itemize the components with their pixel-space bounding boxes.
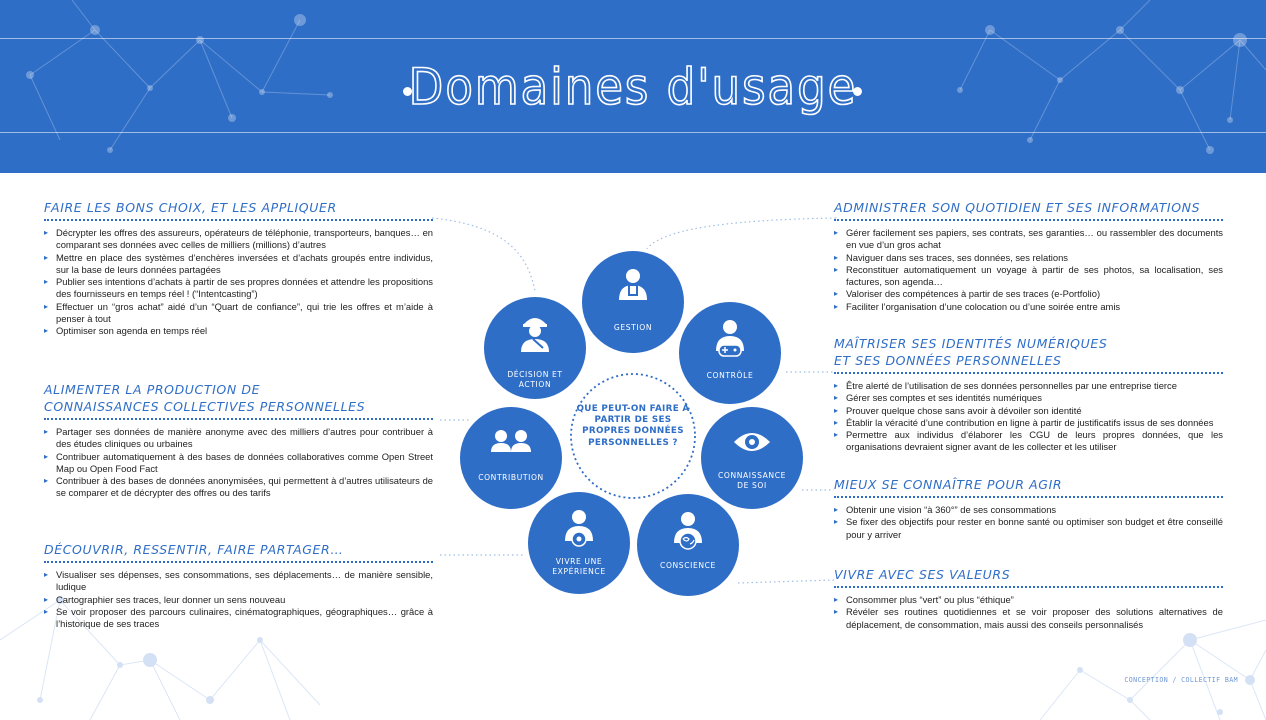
- document-person-icon: [619, 269, 647, 300]
- bullet-item: Naviguer dans ses traces, ses données, s…: [834, 252, 1223, 265]
- bullet-list: Décrypter les offres des assureurs, opér…: [44, 227, 433, 338]
- circle-label-decision: DÉCISION ET ACTION: [507, 370, 563, 389]
- center-circle: [570, 373, 696, 499]
- title-dot-left: [403, 87, 412, 96]
- section-title: Vivre avec ses valeurs: [834, 567, 1011, 582]
- bullet-list: Visualiser ses dépenses, ses consommatio…: [44, 569, 433, 630]
- bullet-item: Effectuer un “gros achat” aidé d’un “Qua…: [44, 301, 433, 326]
- bullet-item: Faciliter l’organisation d’une colocatio…: [834, 301, 1223, 314]
- circle-disc: [701, 407, 803, 509]
- credit-text: CONCEPTION / COLLECTIF BAM: [1124, 676, 1238, 684]
- circle-connaissance: [697, 403, 807, 513]
- dotted-divider: [834, 219, 1223, 221]
- bullet-item: Mettre en place des systèmes d’enchères …: [44, 252, 433, 277]
- two-people-icon: [491, 430, 531, 452]
- helmet-person-icon: [521, 318, 549, 352]
- title-dot-right: [853, 87, 862, 96]
- section-title: Découvrir, ressentir, faire partager…: [44, 542, 344, 557]
- circle-disc: [582, 251, 684, 353]
- dotted-divider: [44, 418, 433, 420]
- connector-conscience: [737, 579, 835, 584]
- circle-controle: [675, 298, 785, 408]
- section-title: Faire les bons choix, et les appliquer: [44, 200, 337, 215]
- bullet-item: Visualiser ses dépenses, ses consommatio…: [44, 569, 433, 594]
- bullet-item: Établir la véracité d’une contribution e…: [834, 417, 1223, 430]
- bullet-list: Partager ses données de manière anonyme …: [44, 426, 433, 500]
- bullet-item: Consommer plus “vert” ou plus “éthique”: [834, 594, 1223, 607]
- bullet-item: Publier ses intentions d’achats à partir…: [44, 276, 433, 301]
- bullet-item: Partager ses données de manière anonyme …: [44, 426, 433, 451]
- circle-contribution: [456, 403, 566, 513]
- bullet-item: Optimiser son agenda en temps réel: [44, 325, 433, 338]
- section-title: Maîtriser ses identités numériques et se…: [834, 336, 1108, 368]
- bullet-item: Contribuer automatiquement à des bases d…: [44, 451, 433, 476]
- dotted-divider: [834, 372, 1223, 374]
- bullet-item: Gérer ses comptes et ses identités numér…: [834, 392, 1223, 405]
- circle-label-connaissance: CONNAISSANCE DE SOI: [717, 471, 787, 490]
- bullet-item: Contribuer à des bases de données anonym…: [44, 475, 433, 500]
- circle-decision: [480, 293, 590, 403]
- bullet-item: Obtenir une vision “à 360°” de ses conso…: [834, 504, 1223, 517]
- bullet-item: Révéler ses routines quotidiennes et se …: [834, 606, 1223, 631]
- section-decouvrir-ressentir: Découvrir, ressentir, faire partager… Vi…: [44, 541, 433, 630]
- bullet-item: Décrypter les offres des assureurs, opér…: [44, 227, 433, 252]
- header-banner: [0, 0, 1266, 173]
- banner-rule-top: [0, 38, 1266, 39]
- circle-label-experience: VIVRE UNE EXPÉRIENCE: [552, 557, 606, 576]
- connector-decision: [431, 217, 537, 299]
- dotted-divider: [44, 219, 433, 221]
- section-vivre-avec-ses-valeurs: Vivre avec ses valeurs Consommer plus “v…: [834, 566, 1223, 631]
- bullet-item: Se voir proposer des parcours culinaires…: [44, 606, 433, 631]
- bullet-item: Se fixer des objectifs pour rester en bo…: [834, 516, 1223, 541]
- circle-label-conscience: CONSCIENCE: [660, 561, 716, 570]
- page-title: Domaines d'usage: [408, 57, 858, 117]
- section-alimenter-connaissances: Alimenter la production de connaissances…: [44, 381, 433, 500]
- bullet-item: Permettre aux individus d’élaborer les C…: [834, 429, 1223, 454]
- bullet-item: Être alerté de l’utilisation de ses donn…: [834, 380, 1223, 393]
- section-administrer-quotidien: Administrer son quotidien et ses informa…: [834, 199, 1223, 313]
- globe-person-icon: [674, 512, 702, 550]
- section-title: Alimenter la production de connaissances…: [44, 382, 366, 414]
- bullet-list: Consommer plus “vert” ou plus “éthique”R…: [834, 594, 1223, 631]
- dotted-divider: [44, 561, 433, 563]
- dotted-divider: [834, 496, 1223, 498]
- circle-experience: [524, 488, 634, 598]
- bullet-item: Prouver quelque chose sans avoir à dévoi…: [834, 405, 1223, 418]
- eye-icon: [734, 433, 770, 451]
- bullet-item: Reconstituer automatiquement un voyage à…: [834, 264, 1223, 289]
- connector-gestion: [645, 217, 837, 251]
- banner-rule-bottom: [0, 132, 1266, 133]
- center-question: QUE PEUT-ON FAIRE À PARTIR DE SES PROPRE…: [576, 404, 690, 448]
- bullet-list: Obtenir une vision “à 360°” de ses conso…: [834, 504, 1223, 541]
- section-title: Administrer son quotidien et ses informa…: [834, 200, 1201, 215]
- section-title: Mieux se connaître pour agir: [834, 477, 1063, 492]
- section-faire-les-bons-choix: Faire les bons choix, et les appliquer D…: [44, 199, 433, 338]
- section-mieux-se-connaitre: Mieux se connaître pour agir Obtenir une…: [834, 476, 1223, 541]
- bullet-item: Gérer facilement ses papiers, ses contra…: [834, 227, 1223, 252]
- dotted-divider: [834, 586, 1223, 588]
- bullet-item: Cartographier ses traces, leur donner un…: [44, 594, 433, 607]
- bullet-list: Gérer facilement ses papiers, ses contra…: [834, 227, 1223, 313]
- bullet-item: Valoriser des compétences à partir de se…: [834, 288, 1223, 301]
- gamepad-person-icon: [716, 320, 744, 357]
- section-maitriser-identites: Maîtriser ses identités numériques et se…: [834, 335, 1223, 454]
- circle-conscience: [633, 490, 743, 600]
- circle-disc: [460, 407, 562, 509]
- circle-gestion: [578, 247, 688, 357]
- flower-person-icon: [565, 510, 593, 547]
- bullet-list: Être alerté de l’utilisation de ses donn…: [834, 380, 1223, 454]
- circle-label-contribution: CONTRIBUTION: [478, 473, 544, 482]
- circle-label-controle: CONTRÔLE: [706, 371, 754, 380]
- circle-label-gestion: GESTION: [613, 323, 653, 332]
